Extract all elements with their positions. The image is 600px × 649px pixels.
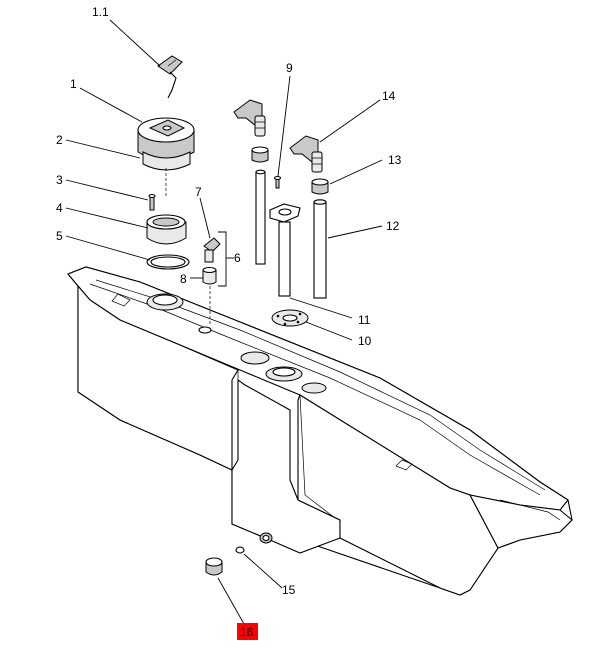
key-part: [157, 55, 183, 99]
screw-part: [148, 193, 156, 211]
mounting-flange-part: [271, 309, 309, 327]
label-11: 11: [358, 313, 371, 327]
gasket-part: [146, 254, 190, 270]
label-1: 1: [70, 77, 77, 91]
fuel-tank: [67, 266, 573, 596]
drain-plug-part: [205, 557, 223, 576]
label-6: 6: [234, 251, 241, 265]
pipe-left-part: [255, 169, 266, 265]
label-14: 14: [382, 89, 396, 103]
filler-neck-part: [146, 214, 187, 245]
label-16[interactable]: 16: [240, 625, 254, 639]
label-1-1: 1.1: [92, 5, 109, 19]
vent-elbow-part: [203, 237, 221, 263]
group-bracket-6: [218, 231, 227, 287]
label-2: 2: [56, 133, 63, 147]
cap-base-part: [142, 151, 191, 171]
label-8: 8: [180, 272, 187, 286]
small-screw-part: [273, 175, 282, 189]
elbow-fitting-left-part: [233, 99, 266, 137]
elbow-fitting-right-part: [289, 135, 323, 173]
label-5: 5: [56, 229, 63, 243]
hose-connector-right-part: [311, 178, 329, 195]
o-ring-part: [235, 546, 245, 554]
grommet-part: [202, 266, 217, 285]
leader-lines: [65, 19, 383, 625]
label-13: 13: [388, 153, 402, 167]
hose-connector-left-part: [251, 146, 269, 163]
sender-tube-part: [269, 203, 301, 297]
label-3: 3: [56, 173, 63, 187]
label-15: 15: [282, 583, 296, 597]
highlight-marker-16: [237, 623, 258, 640]
label-10: 10: [358, 334, 372, 348]
label-4: 4: [56, 201, 63, 215]
pipe-right-part: [313, 199, 327, 299]
label-12: 12: [386, 219, 400, 233]
part-labels: 1.1 1 2 3 4 5 6 7 8 9 10 11 12 13 14 15 …: [56, 5, 402, 640]
label-9: 9: [286, 61, 293, 75]
label-7: 7: [195, 185, 202, 199]
